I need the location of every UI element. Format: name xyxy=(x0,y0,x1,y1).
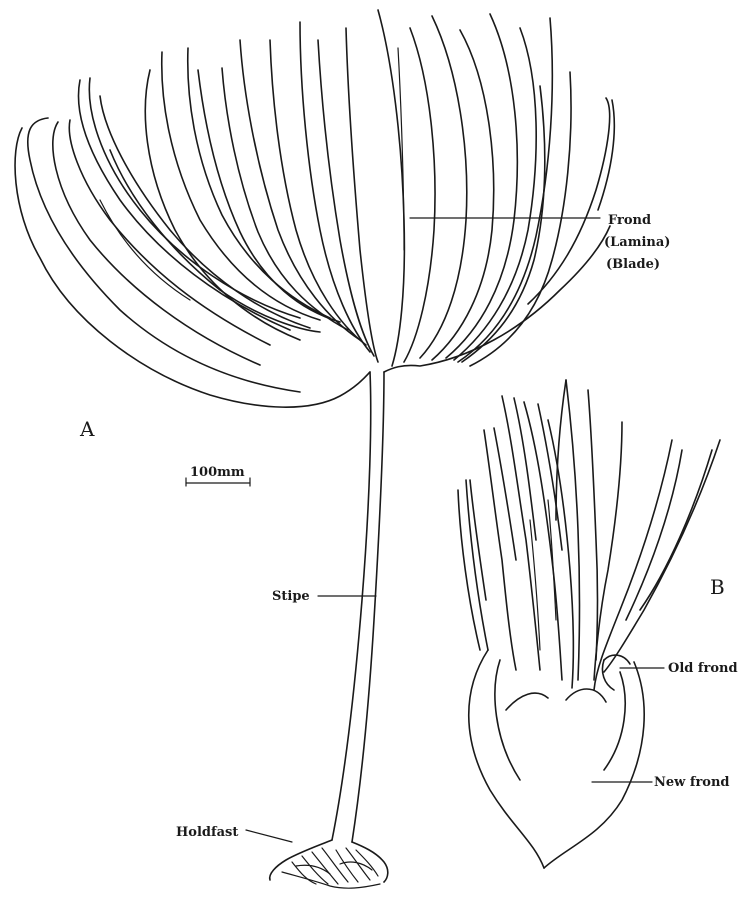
panel-a-letter: A xyxy=(79,417,95,441)
label-blade: (Blade) xyxy=(606,257,660,272)
plant-b: B xyxy=(458,380,725,868)
scale-bar-label: 100mm xyxy=(190,465,245,480)
holdfast-leader xyxy=(246,830,292,842)
leaders-b xyxy=(592,668,664,782)
old-frond xyxy=(458,380,720,690)
frond-segments xyxy=(28,10,615,392)
holdfast xyxy=(270,840,388,888)
lamina-outline xyxy=(15,128,610,407)
label-holdfast: Holdfast xyxy=(176,825,238,840)
label-old-frond: Old frond xyxy=(668,661,738,676)
panel-b-letter: B xyxy=(710,575,725,599)
label-stipe: Stipe xyxy=(272,589,310,604)
scale-bar: 100mm xyxy=(186,465,250,486)
new-frond xyxy=(469,650,644,868)
stipe xyxy=(332,372,384,842)
label-frond: Frond xyxy=(608,213,651,228)
label-new-frond: New frond xyxy=(654,775,730,790)
label-lamina: (Lamina) xyxy=(604,235,670,250)
